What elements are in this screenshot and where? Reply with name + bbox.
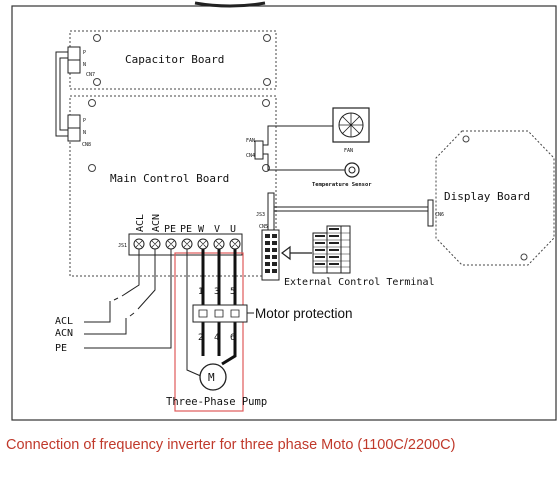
terminal-screw-slots: [135, 240, 239, 248]
mount-hole: [263, 78, 271, 86]
terminal-label-pe-2: PE: [180, 224, 192, 235]
diagram-caption: Connection of frequency inverter for thr…: [6, 437, 456, 453]
terminal-label-pe-1: PE: [164, 224, 176, 235]
temperature-sensor-icon: [344, 162, 360, 178]
external-terminal-pin-table: [312, 225, 351, 274]
terminal-label-w: W: [198, 224, 205, 235]
wiring-diagram: Capacitor Board P N CN7 Main Control Boa…: [11, 1, 557, 421]
mount-hole: [88, 99, 96, 107]
capacitor-board-label: Capacitor Board: [125, 53, 224, 66]
motor-symbol: [199, 363, 227, 391]
wire-number-4: 4: [214, 333, 219, 343]
fan-connector-label: FAN: [246, 138, 255, 144]
input-label-acl: ACL: [55, 316, 73, 327]
wire-number-3: 3: [214, 287, 219, 297]
main-control-board: [69, 95, 277, 277]
arrow-to-cn5: [281, 245, 312, 261]
cn7-pin-n: N: [83, 62, 86, 68]
input-label-pe: PE: [55, 343, 67, 354]
mount-hole: [262, 99, 270, 107]
js3-label: JS3: [256, 212, 265, 218]
terminal-label-acn: ACN: [151, 214, 162, 232]
display-board-label: Display Board: [444, 190, 530, 203]
fan-blades: [339, 113, 363, 137]
cn7-pin-p: P: [83, 50, 86, 56]
cn8-pin-n: N: [83, 130, 86, 136]
external-control-terminal-label: External Control Terminal: [284, 277, 435, 288]
motor-label: M: [208, 371, 215, 384]
fan-cable: [263, 125, 333, 146]
mount-hole: [88, 164, 96, 172]
display-cable: [274, 206, 428, 212]
cn5-pins: [265, 234, 277, 273]
mount-hole: [263, 34, 271, 42]
cn4-label: CN4: [246, 153, 255, 159]
temperature-sensor-core: [348, 166, 356, 174]
js1-label: JS1: [118, 243, 127, 249]
diagram-frame: [11, 5, 557, 421]
cn8-pin-p: P: [83, 118, 86, 124]
motor-earth-wire: [186, 249, 204, 378]
cn6-connector: [427, 199, 434, 227]
frame-top-mark: [194, 1, 266, 8]
display-mount-hole: [520, 253, 528, 261]
motor-protection-label: Motor protection: [255, 306, 353, 321]
input-wire-acl: [84, 249, 140, 323]
terminal-label-v: V: [214, 224, 220, 235]
wire-number-5: 5: [230, 287, 235, 297]
sensor-cable: [263, 153, 345, 171]
mount-hole: [262, 164, 270, 172]
terminal-label-u: U: [230, 224, 236, 235]
mount-hole: [93, 78, 101, 86]
cn8-label: CN8: [82, 142, 91, 148]
wire-number-1: 1: [198, 287, 203, 297]
cn4-connector: [254, 140, 264, 160]
input-label-acn: ACN: [55, 328, 73, 339]
cn6-label: CN6: [435, 212, 444, 218]
three-phase-pump-label: Three-Phase Pump: [166, 396, 267, 408]
cn7-label: CN7: [86, 72, 95, 78]
cn7-cn8-cable: [55, 51, 68, 137]
display-board: [435, 130, 555, 266]
input-wire-pe: [84, 249, 172, 349]
terminal-label-acl: ACL: [135, 214, 146, 232]
main-control-board-label: Main Control Board: [110, 172, 229, 185]
motor-phase-wires: [201, 249, 237, 366]
cn5-label: CN5: [259, 224, 268, 230]
fan-label: FAN: [344, 148, 353, 154]
wire-number-6: 6: [230, 333, 235, 343]
three-phase-pump-box: [174, 252, 244, 412]
input-wire-acn: [84, 249, 156, 335]
motor-protection-contacts: [198, 309, 240, 318]
js3-connector: [267, 192, 275, 234]
display-mount-hole: [462, 135, 470, 143]
temperature-sensor-label: Temperature Sensor: [312, 182, 372, 188]
wire-number-2: 2: [198, 333, 203, 343]
mount-hole: [93, 34, 101, 42]
